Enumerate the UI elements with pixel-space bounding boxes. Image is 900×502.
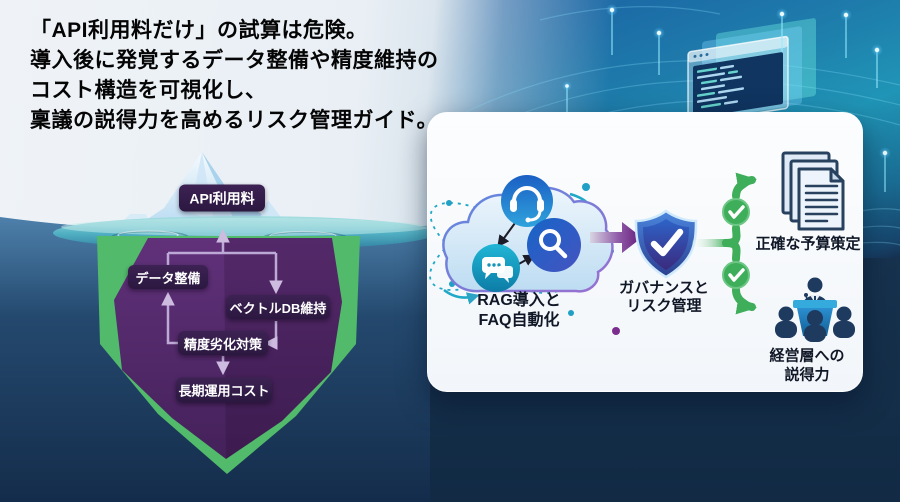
headline-line: 稟議の説得力を高めるリスク管理ガイド。 — [30, 109, 439, 132]
shield-label-line2: リスク管理 — [626, 297, 702, 315]
cloud-label-line1: RAG導入と — [477, 292, 561, 309]
headline-line: コスト構造を可視化し、 — [30, 79, 267, 102]
cloud-label-line2: FAQ自動化 — [478, 312, 560, 329]
outcome-exec-label-line1: 経営層への — [769, 347, 845, 365]
headline: 「API利用料だけ」の試算は危険。 導入後に発覚するデータ整備や精度維持の コス… — [30, 16, 460, 136]
headline-line: 「API利用料だけ」の試算は危険。 — [30, 19, 368, 42]
iceberg-label-data-prep: データ整備 — [128, 265, 208, 289]
outcome-exec-label-line2: 説得力 — [784, 366, 830, 384]
outcome-budget-label: 正確な予算策定 — [755, 235, 861, 253]
iceberg-label-vector-db: ベクトルDB維持 — [226, 295, 330, 319]
iceberg-label-accuracy: 精度劣化対策 — [178, 331, 268, 355]
iceberg-label-long-term: 長期運用コスト — [176, 377, 272, 403]
shield-label-line1: ガバナンスと — [619, 279, 709, 297]
iceberg-label-api-fee: API利用料 — [179, 184, 265, 212]
headline-line: 導入後に発覚するデータ整備や精度維持の — [30, 49, 439, 72]
